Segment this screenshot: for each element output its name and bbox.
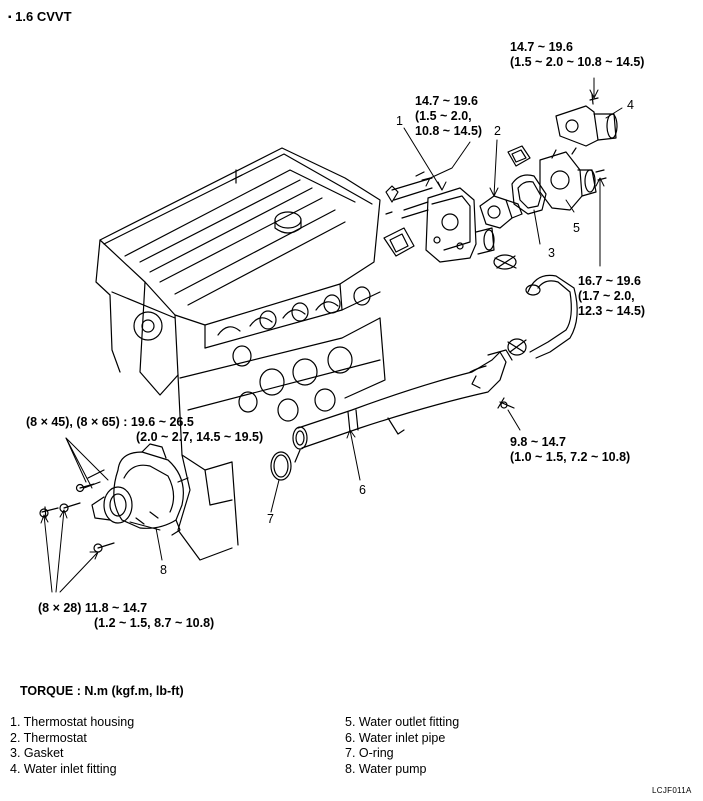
torque-label-inlet-fitting: 14.7 ~ 19.6 (1.5 ~ 2.0 ~ 10.8 ~ 14.5) bbox=[510, 40, 644, 70]
legend-item: 7. O-ring bbox=[345, 746, 394, 760]
torque-spec: (1.0 ~ 1.5, 7.2 ~ 10.8) bbox=[510, 450, 631, 464]
thermostat-housing bbox=[383, 171, 495, 263]
legend-item: 8. Water pump bbox=[345, 761, 427, 776]
o-ring bbox=[270, 451, 292, 481]
hose-and-clamps bbox=[493, 254, 578, 409]
section-title: ▪ 1.6 CVVT bbox=[8, 9, 72, 25]
torque-value: 14.7 ~ 19.6 bbox=[510, 40, 573, 54]
torque-value: 16.7 ~ 19.6 bbox=[578, 274, 641, 288]
torque-spec: (2.0 ~ 2.7, 14.5 ~ 19.5) bbox=[136, 430, 264, 444]
legend-item: 3. Gasket bbox=[10, 746, 64, 760]
torque-spec-line1: (1.5 ~ 2.0, bbox=[415, 109, 472, 123]
legend-item: 5. Water outlet fitting bbox=[345, 715, 460, 729]
water-pump bbox=[39, 443, 189, 553]
callout-4: 4 bbox=[627, 98, 634, 112]
torque-label-pump-long-bolts: (8 × 45), (8 × 65) : 19.6 ~ 26.5 (2.0 ~ … bbox=[26, 415, 263, 445]
callout-5: 5 bbox=[573, 221, 580, 235]
torque-spec-line1: (1.7 ~ 2.0, bbox=[578, 289, 635, 303]
thermostat bbox=[479, 145, 531, 229]
title-text: 1.6 CVVT bbox=[15, 9, 72, 24]
torque-label-outlet-fitting: 16.7 ~ 19.6 (1.7 ~ 2.0, 12.3 ~ 14.5) bbox=[578, 274, 645, 319]
torque-value: (8 × 28) 11.8 ~ 14.7 bbox=[38, 601, 148, 615]
water-inlet-fitting bbox=[555, 93, 618, 147]
gasket bbox=[511, 174, 547, 215]
leader-lines bbox=[40, 77, 623, 593]
water-inlet-pipe bbox=[292, 349, 513, 463]
figure-code: LCJF011A bbox=[652, 786, 692, 795]
callout-1: 1 bbox=[396, 114, 403, 128]
torque-value: (8 × 45), (8 × 65) : 19.6 ~ 26.5 bbox=[26, 415, 194, 429]
torque-value: 9.8 ~ 14.7 bbox=[510, 435, 566, 449]
callout-3: 3 bbox=[548, 246, 555, 260]
torque-label-thermostat-housing: 14.7 ~ 19.6 (1.5 ~ 2.0, 10.8 ~ 14.5) bbox=[415, 94, 482, 139]
water-outlet-fitting bbox=[539, 147, 607, 211]
engine-block bbox=[95, 147, 386, 561]
torque-label-inlet-pipe-bolt: 9.8 ~ 14.7 (1.0 ~ 1.5, 7.2 ~ 10.8) bbox=[510, 435, 630, 465]
torque-spec-line2: 12.3 ~ 14.5) bbox=[578, 304, 646, 318]
callout-8: 8 bbox=[160, 563, 167, 577]
legend-item: 2. Thermostat bbox=[10, 730, 87, 745]
callout-7: 7 bbox=[267, 512, 274, 526]
torque-label-pump-short-bolts: (8 × 28) 11.8 ~ 14.7 (1.2 ~ 1.5, 8.7 ~ 1… bbox=[38, 601, 214, 631]
torque-unit-note: TORQUE : N.m (kgf.m, lb-ft) bbox=[20, 684, 184, 698]
legend-item: 1. Thermostat housing bbox=[10, 715, 135, 729]
torque-spec-line2: 10.8 ~ 14.5) bbox=[415, 124, 483, 138]
legend-item: 4. Water inlet fitting bbox=[10, 761, 117, 776]
torque-spec: (1.5 ~ 2.0 ~ 10.8 ~ 14.5) bbox=[510, 55, 645, 69]
torque-value: 14.7 ~ 19.6 bbox=[415, 94, 478, 108]
callout-6: 6 bbox=[359, 483, 366, 497]
callout-2: 2 bbox=[494, 124, 501, 138]
torque-spec: (1.2 ~ 1.5, 8.7 ~ 10.8) bbox=[94, 616, 215, 630]
title-bullet: ▪ bbox=[8, 12, 12, 23]
legend-item: 6. Water inlet pipe bbox=[345, 730, 446, 745]
